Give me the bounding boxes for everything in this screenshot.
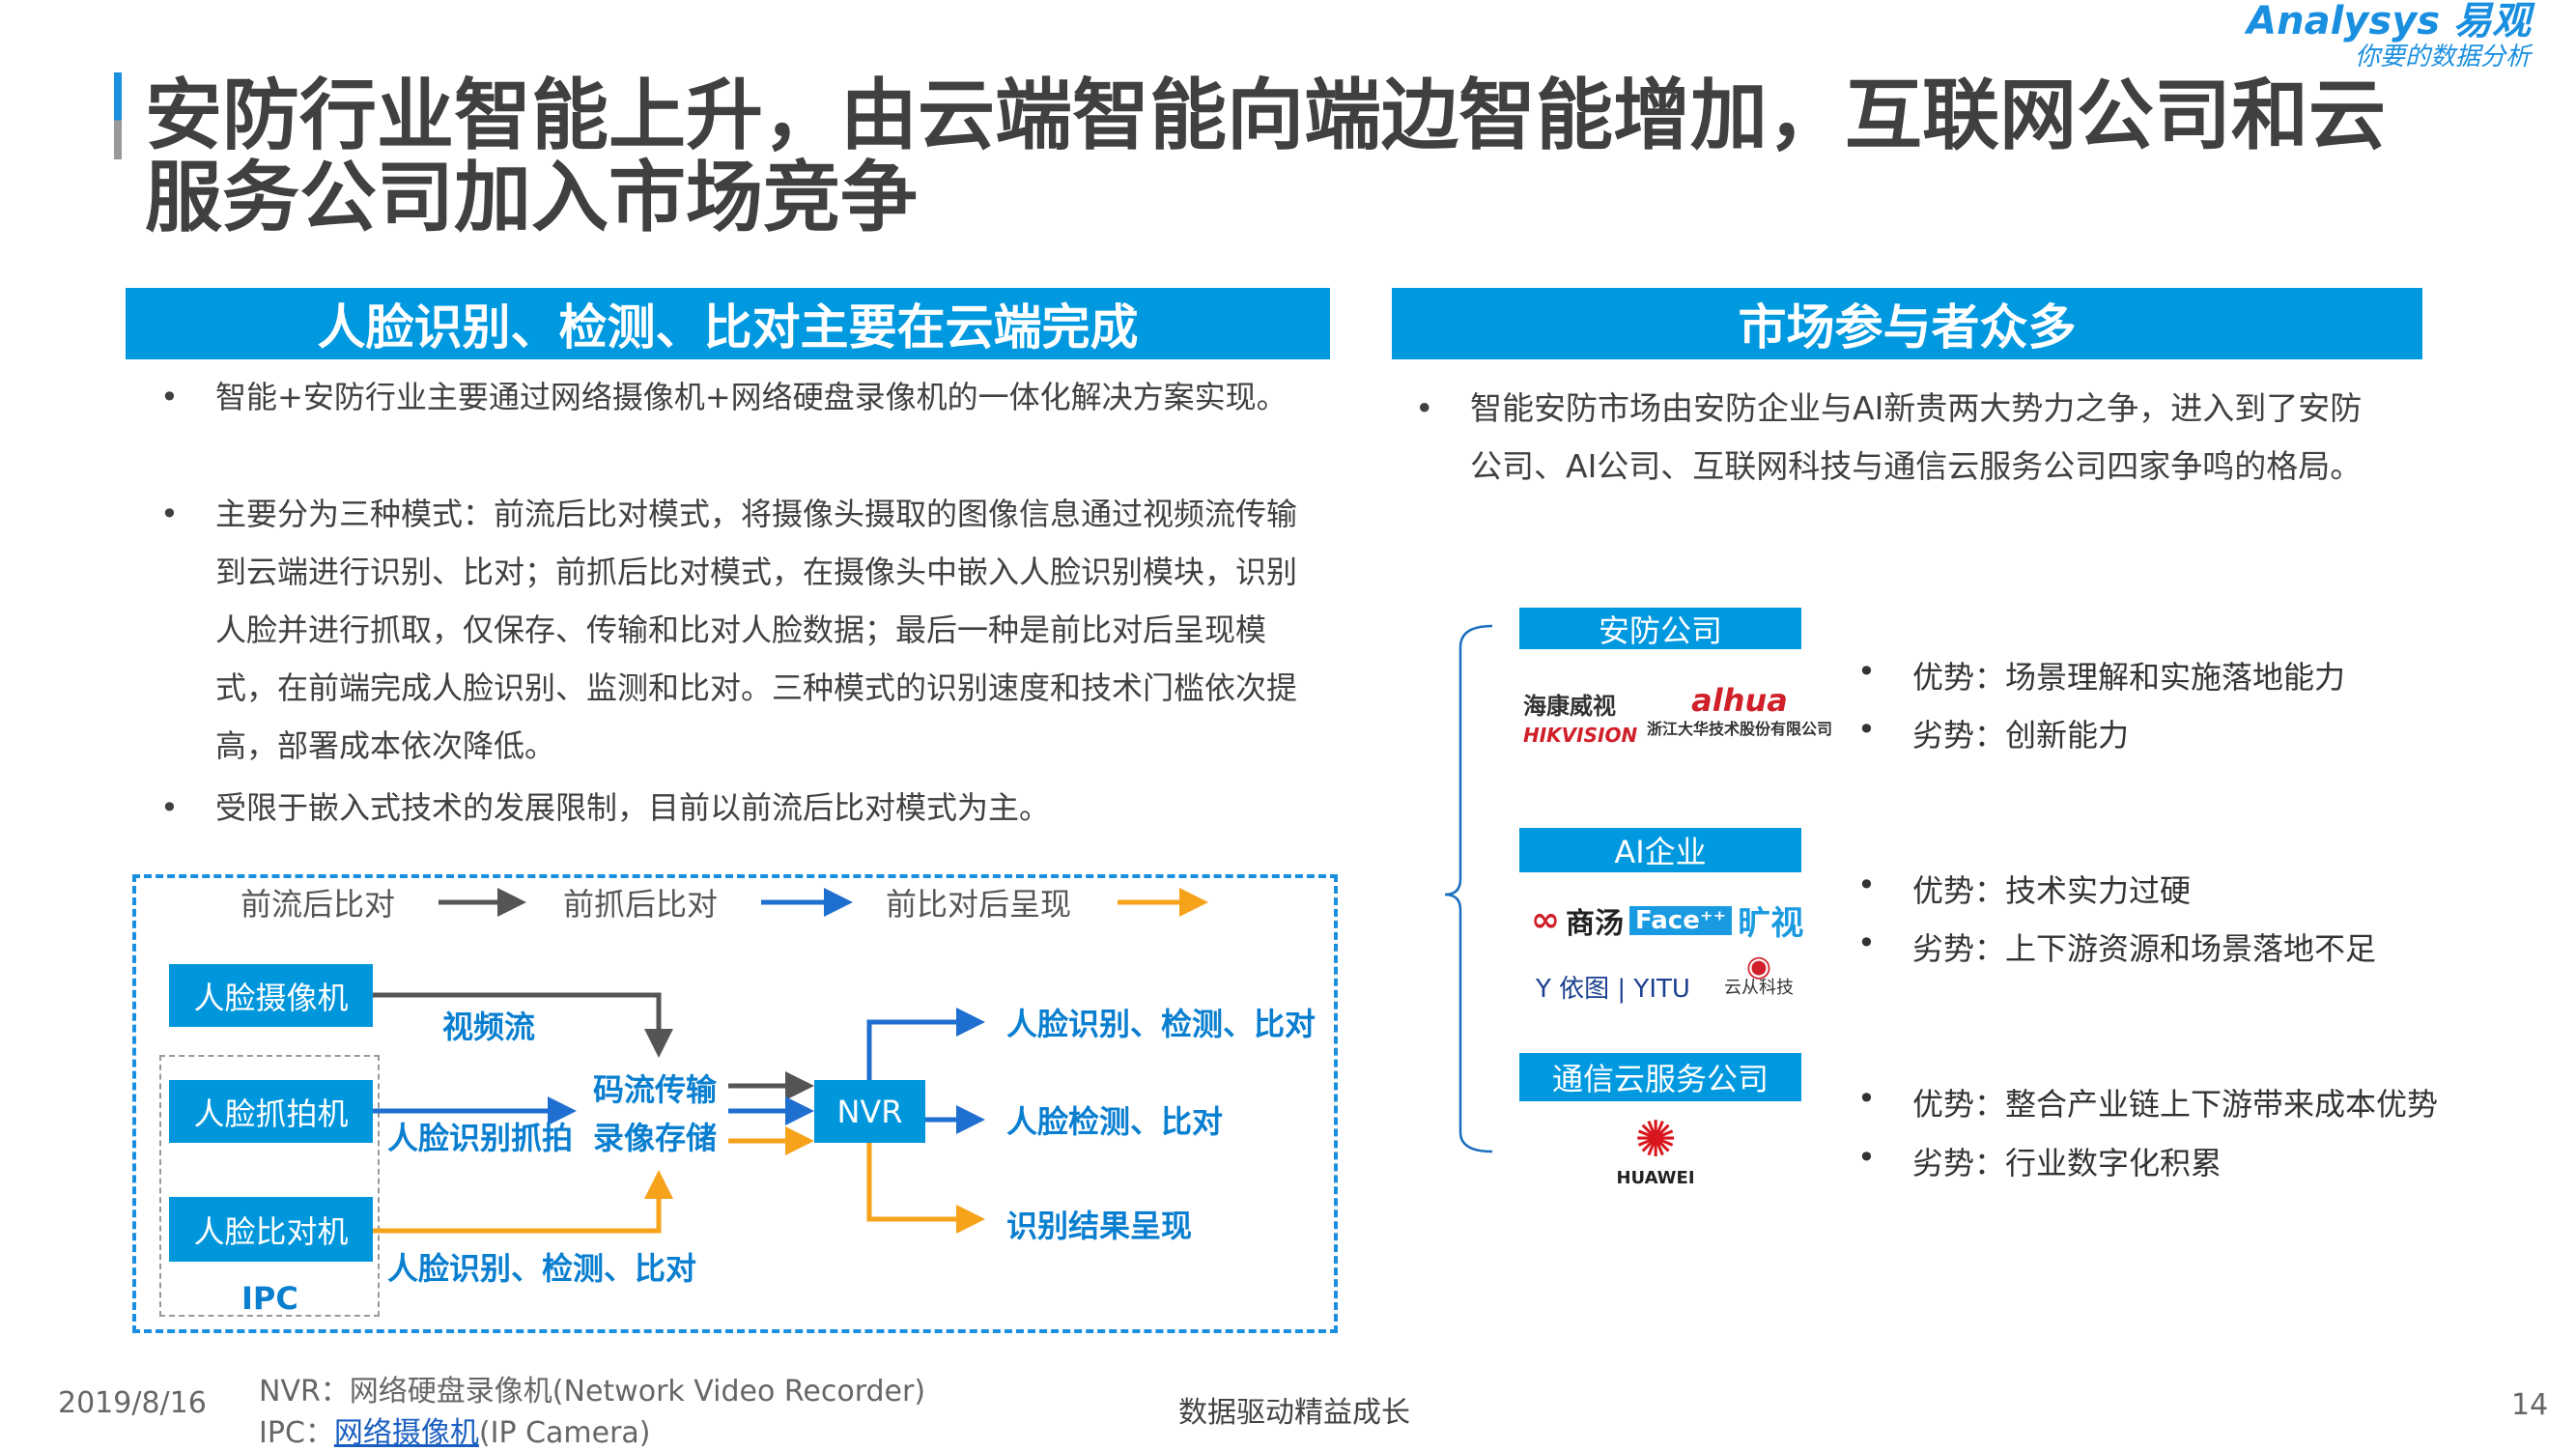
logo-slogan: 你要的数据分析	[2354, 43, 2531, 71]
transmit-label: 码流传输	[593, 1071, 718, 1108]
edge-compare-label: 人脸识别、检测、比对	[387, 1250, 697, 1287]
bullet-text: 主要分为三种模式：前流后比对模式，将摄像头摄取的图像信息通过视频流传输到云端进行…	[215, 496, 1298, 764]
ipc-prefix: IPC：	[259, 1416, 334, 1450]
security-con: •劣势：创新能力	[1857, 711, 2130, 754]
ai-pro: •优势：技术实力过硬	[1857, 867, 2192, 909]
page-number: 14	[2511, 1388, 2549, 1422]
storage-label: 录像存储	[593, 1120, 718, 1156]
footer-note-ipc: IPC：网络摄像机(IP Camera)	[259, 1408, 651, 1451]
right-bullet: •智能安防市场由安防企业与AI新贵两大势力之争，进入到了安防公司、AI公司、互联…	[1415, 389, 2363, 485]
footer-slogan: 数据驱动精益成长	[1178, 1396, 1410, 1430]
telecom-pro: •优势：整合产业链上下游带来成本优势	[1857, 1080, 2439, 1123]
output-label-2: 人脸检测、比对	[1006, 1103, 1224, 1140]
page-title-line2: 服务公司加入市场竞争	[145, 153, 918, 242]
capture-label: 人脸识别抓拍	[387, 1120, 574, 1156]
ipc-group-frame	[159, 1055, 380, 1317]
category-telecom-cloud: 通信云服务公司	[1519, 1053, 1801, 1101]
stage-label-2: 前抓后比对	[563, 886, 719, 923]
output-label-3: 识别结果呈现	[1006, 1208, 1193, 1244]
pro-text: 优势：整合产业链上下游带来成本优势	[1912, 1086, 2439, 1123]
analysys-logo: Analysys 易观 你要的数据分析	[2212, 0, 2531, 71]
device-face-capture: 人脸抓拍机	[169, 1080, 373, 1143]
con-text: 劣势：上下游资源和场景落地不足	[1912, 930, 2377, 967]
bullet-text: 智能+安防行业主要通过网络摄像机+网络硬盘录像机的一体化解决方案实现。	[215, 379, 1288, 415]
stage-label-1: 前流后比对	[241, 886, 396, 923]
security-pro: •优势：场景理解和实施落地能力	[1857, 653, 2346, 696]
ipc-link[interactable]: 网络摄像机	[333, 1416, 479, 1450]
output-label-1: 人脸识别、检测、比对	[1006, 1006, 1316, 1042]
title-accent-bar	[114, 72, 122, 159]
category-security: 安防公司	[1519, 608, 1801, 649]
brace-icon	[1444, 624, 1493, 1153]
con-text: 劣势：行业数字化积累	[1912, 1145, 2222, 1181]
ai-con: •劣势：上下游资源和场景落地不足	[1857, 925, 2377, 967]
diagram-frame	[132, 874, 1338, 1333]
video-stream-label: 视频流	[442, 1009, 536, 1045]
telecom-con: •劣势：行业数字化积累	[1857, 1139, 2222, 1181]
left-bullet-2: •主要分为三种模式：前流后比对模式，将摄像头摄取的图像信息通过视频流传输到云端进…	[160, 496, 1298, 764]
nvr-out-3	[866, 1143, 985, 1234]
ipc-label: IPC	[241, 1280, 298, 1317]
yitu-logo: Y 依图 | YITU	[1536, 975, 1690, 1004]
nvr-out-1	[866, 1008, 985, 1080]
nvr-box: NVR	[814, 1080, 925, 1143]
pro-text: 优势：场景理解和实施落地能力	[1912, 659, 2346, 696]
bullet-text: 受限于嵌入式技术的发展限制，目前以前流后比对模式为主。	[215, 789, 1051, 826]
logo-brand: Analysys 易观	[2247, 0, 2531, 43]
footer-note-nvr: NVR：网络硬盘录像机(Network Video Recorder)	[259, 1375, 926, 1408]
cloudwalk-logo: ◉云从科技	[1724, 950, 1794, 999]
device-face-compare: 人脸比对机	[169, 1197, 373, 1262]
pro-text: 优势：技术实力过硬	[1912, 872, 2192, 909]
bullet-text: 智能安防市场由安防企业与AI新贵两大势力之争，进入到了安防公司、AI公司、互联网…	[1470, 389, 2363, 485]
footer-date: 2019/8/16	[58, 1386, 207, 1420]
device-face-camera: 人脸摄像机	[169, 964, 373, 1027]
left-section-header: 人脸识别、检测、比对主要在云端完成	[126, 288, 1330, 359]
compare-arrow	[373, 1170, 673, 1234]
con-text: 劣势：创新能力	[1912, 717, 2130, 754]
ipc-suffix: (IP Camera)	[478, 1416, 651, 1450]
left-bullet-1: •智能+安防行业主要通过网络摄像机+网络硬盘录像机的一体化解决方案实现。	[160, 379, 1288, 415]
stage-label-3: 前比对后呈现	[886, 886, 1072, 923]
left-bullet-3: •受限于嵌入式技术的发展限制，目前以前流后比对模式为主。	[160, 789, 1051, 826]
camera-to-transmit-arrow	[373, 992, 673, 1058]
category-ai: AI企业	[1519, 828, 1801, 872]
huawei-logo: ✺HUAWEI	[1616, 1111, 1695, 1188]
right-section-header: 市场参与者众多	[1392, 288, 2422, 359]
page-title-line1: 安防行业智能上升，由云端智能向端边智能增加，互联网公司和云	[145, 71, 2386, 160]
